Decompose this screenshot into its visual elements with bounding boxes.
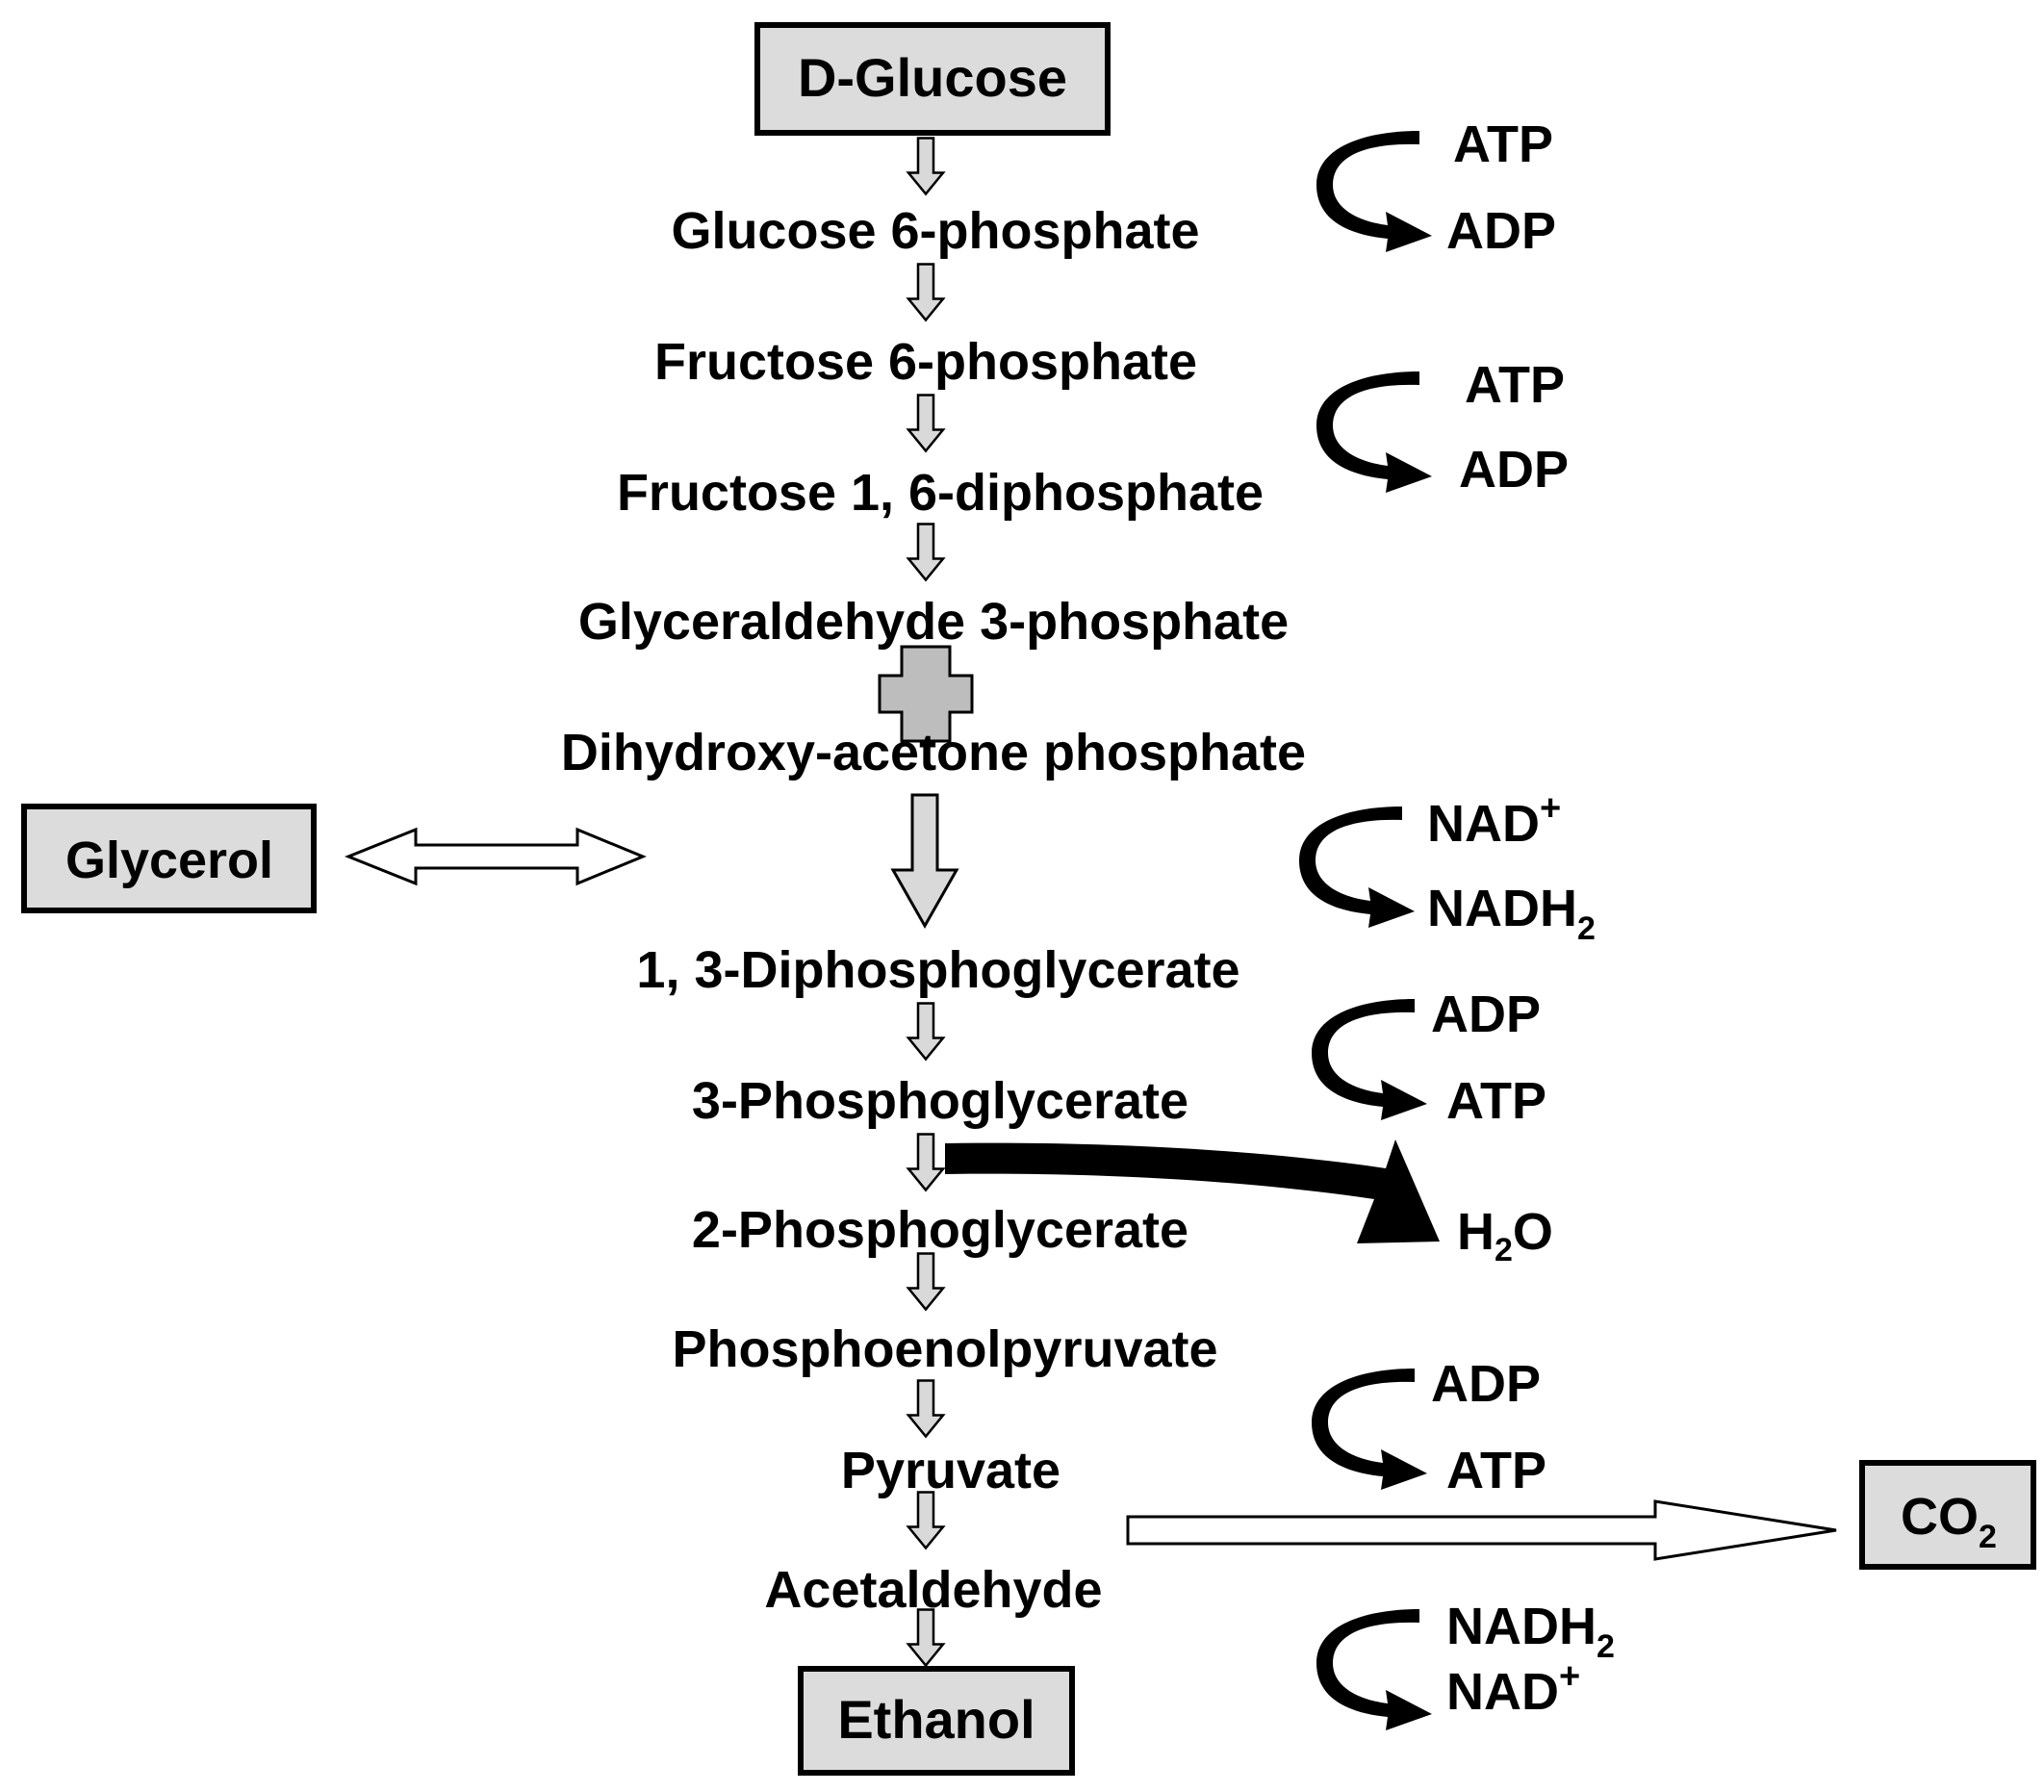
cofactor-step11-in: NADH2 <box>1446 1598 1615 1665</box>
cofactor-step6-in: ADP <box>1431 986 1541 1043</box>
glycerol-label: Glycerol <box>65 832 273 889</box>
curve-arrow-icon <box>1299 806 1415 928</box>
cofactor-step5-out: NADH2 <box>1427 880 1596 947</box>
3-phosphoglycerate-label: 3-Phosphoglycerate <box>692 1072 1188 1130</box>
arrow-f16dp-to-g3p <box>907 523 945 581</box>
ethanol-label: Ethanol <box>837 1689 1035 1750</box>
diphosphoglycerate-label: 1, 3-Diphosphoglycerate <box>636 941 1239 999</box>
ethanol-box: Ethanol <box>798 1666 1075 1776</box>
water-label: H2O <box>1457 1203 1553 1268</box>
glyceraldehyde-3-phosphate-label: Glyceraldehyde 3-phosphate <box>578 593 1289 651</box>
d-glucose-box: D-Glucose <box>754 22 1111 136</box>
arrow-g6p-to-f6p <box>907 263 945 321</box>
co2-arrow <box>1126 1499 1837 1561</box>
co2-box: CO2 <box>1859 1460 2036 1570</box>
cofactor-step1-in: ATP <box>1453 115 1553 173</box>
fructose-6-phosphate-label: Fructose 6-phosphate <box>654 333 1197 391</box>
arrow-pep-to-pyruvate <box>907 1379 945 1438</box>
arrow-f6p-to-f16dp <box>907 394 945 452</box>
curve-arrow-icon <box>1316 371 1432 493</box>
phosphoenolpyruvate-label: Phosphoenolpyruvate <box>672 1320 1217 1378</box>
curve-arrow-icon <box>1316 1609 1432 1730</box>
cofactor-step3-out: ADP <box>1459 441 1569 499</box>
d-glucose-label: D-Glucose <box>798 47 1067 108</box>
cofactor-step6-out: ATP <box>1446 1072 1546 1130</box>
glucose-6-phosphate-label: Glucose 6-phosphate <box>671 202 1199 260</box>
cofactor-step1-out: ADP <box>1446 202 1556 260</box>
cofactor-step3-in: ATP <box>1465 356 1565 414</box>
curve-arrow-icon <box>1316 131 1432 252</box>
arrow-pyruvate-to-acetaldehyde <box>907 1491 945 1549</box>
curve-arrow-icon <box>1312 1369 1427 1490</box>
pyruvate-label: Pyruvate <box>841 1442 1060 1499</box>
arrow-glucose-to-g6p <box>907 137 945 195</box>
acetaldehyde-label: Acetaldehyde <box>764 1561 1102 1619</box>
curve-arrow-icon <box>1312 999 1427 1120</box>
glycerol-box: Glycerol <box>21 804 317 913</box>
dihydroxyacetone-phosphate-label: Dihydroxy-acetone phosphate <box>561 724 1306 781</box>
water-arrow <box>945 1139 1440 1243</box>
cofactor-step11-out: NAD+ <box>1446 1656 1580 1721</box>
arrow-2pg-to-pep <box>907 1252 945 1311</box>
cofactor-step5-in: NAD+ <box>1427 788 1561 853</box>
arrow-3pg-to-2pg <box>907 1133 945 1191</box>
cofactor-step9-in: ADP <box>1431 1355 1541 1413</box>
2-phosphoglycerate-label: 2-Phosphoglycerate <box>692 1201 1188 1259</box>
fructose-1-6-diphosphate-label: Fructose 1, 6-diphosphate <box>617 464 1264 522</box>
cofactor-step9-out: ATP <box>1446 1442 1546 1499</box>
arrow-dhap-to-dpg <box>890 793 959 930</box>
plus-icon <box>878 645 974 743</box>
co2-label: CO2 <box>1901 1488 1997 1555</box>
glycerol-double-arrow <box>344 827 647 886</box>
arrow-dpg-to-3pg <box>907 1002 945 1061</box>
